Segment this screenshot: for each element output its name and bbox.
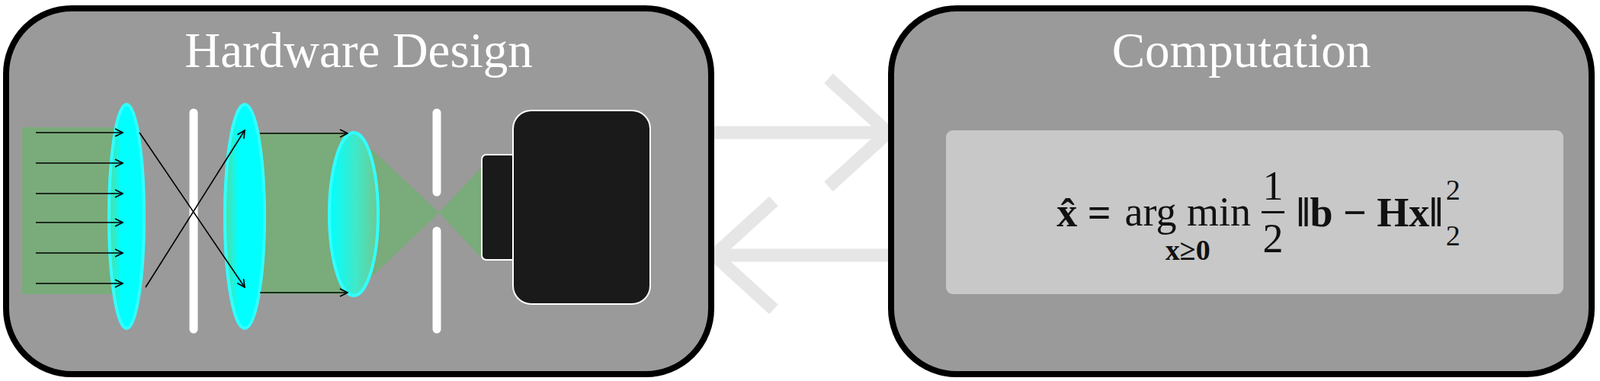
equation-lhs: x̂ = xyxy=(1048,192,1119,234)
fraction-bar xyxy=(1261,211,1285,214)
norm-scripts: 22 xyxy=(1446,175,1461,251)
arrow-shaft xyxy=(718,248,889,262)
subscript: 2 xyxy=(1446,221,1461,251)
math-text: ‖b − Hx‖ xyxy=(1296,192,1443,234)
panel-title: Computation xyxy=(894,22,1589,80)
argmin-operator: arg minx≥0 xyxy=(1124,160,1251,265)
panel-title: Hardware Design xyxy=(9,22,709,80)
lens xyxy=(109,104,379,329)
norm-term: ‖b − Hx‖ xyxy=(1288,192,1451,234)
camera xyxy=(481,110,651,305)
constraint-subscript: x≥0 xyxy=(1165,235,1211,265)
denominator: 2 xyxy=(1262,218,1283,260)
arrow-head xyxy=(828,78,889,187)
math-text: x̂ = xyxy=(1056,192,1111,234)
arrow-head xyxy=(714,201,774,310)
equation: x̂ =arg minx≥012‖b − Hx‖22 xyxy=(945,130,1564,295)
arrow-shaft xyxy=(714,125,884,139)
light-ray xyxy=(35,130,348,293)
superscript: 2 xyxy=(1446,175,1461,205)
numerator: 1 xyxy=(1262,165,1283,207)
hardware-panel: Hardware Design xyxy=(3,5,715,378)
fraction: 12 xyxy=(1261,165,1285,260)
operator-name: arg min xyxy=(1124,191,1251,233)
computation-panel: Computationx̂ =arg minx≥012‖b − Hx‖22 xyxy=(888,5,1595,378)
feedback-arrow xyxy=(714,78,889,187)
equation-box: x̂ =arg minx≥012‖b − Hx‖22 xyxy=(945,130,1564,295)
feedback-arrow xyxy=(714,201,889,310)
